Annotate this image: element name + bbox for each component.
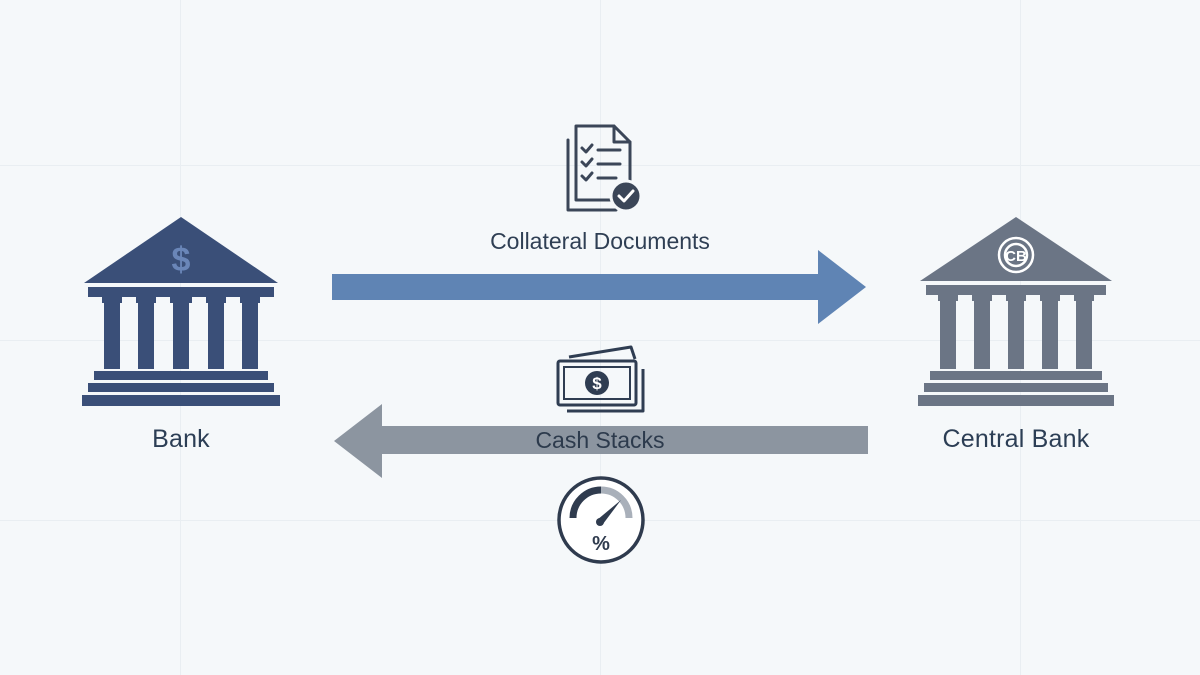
interest-rate-gauge-icon: % <box>557 476 645 564</box>
collateral-documents-label: Collateral Documents <box>490 228 710 254</box>
cash-stack-icon: $ <box>556 345 645 413</box>
document-checklist-icon <box>566 124 643 213</box>
svg-text:$: $ <box>172 241 191 279</box>
bank-dollar-icon: $ <box>82 217 280 406</box>
bank-label: Bank <box>152 425 210 453</box>
central-bank-label: Central Bank <box>942 425 1090 453</box>
central-bank-icon: CB <box>918 217 1114 406</box>
svg-text:$: $ <box>592 374 602 393</box>
svg-text:CB: CB <box>1005 248 1027 265</box>
cash-arrow-left <box>334 404 868 478</box>
percent-symbol: % <box>592 533 610 555</box>
cash-stacks-label: Cash Stacks <box>535 427 665 453</box>
collateral-arrow-right <box>332 250 866 324</box>
